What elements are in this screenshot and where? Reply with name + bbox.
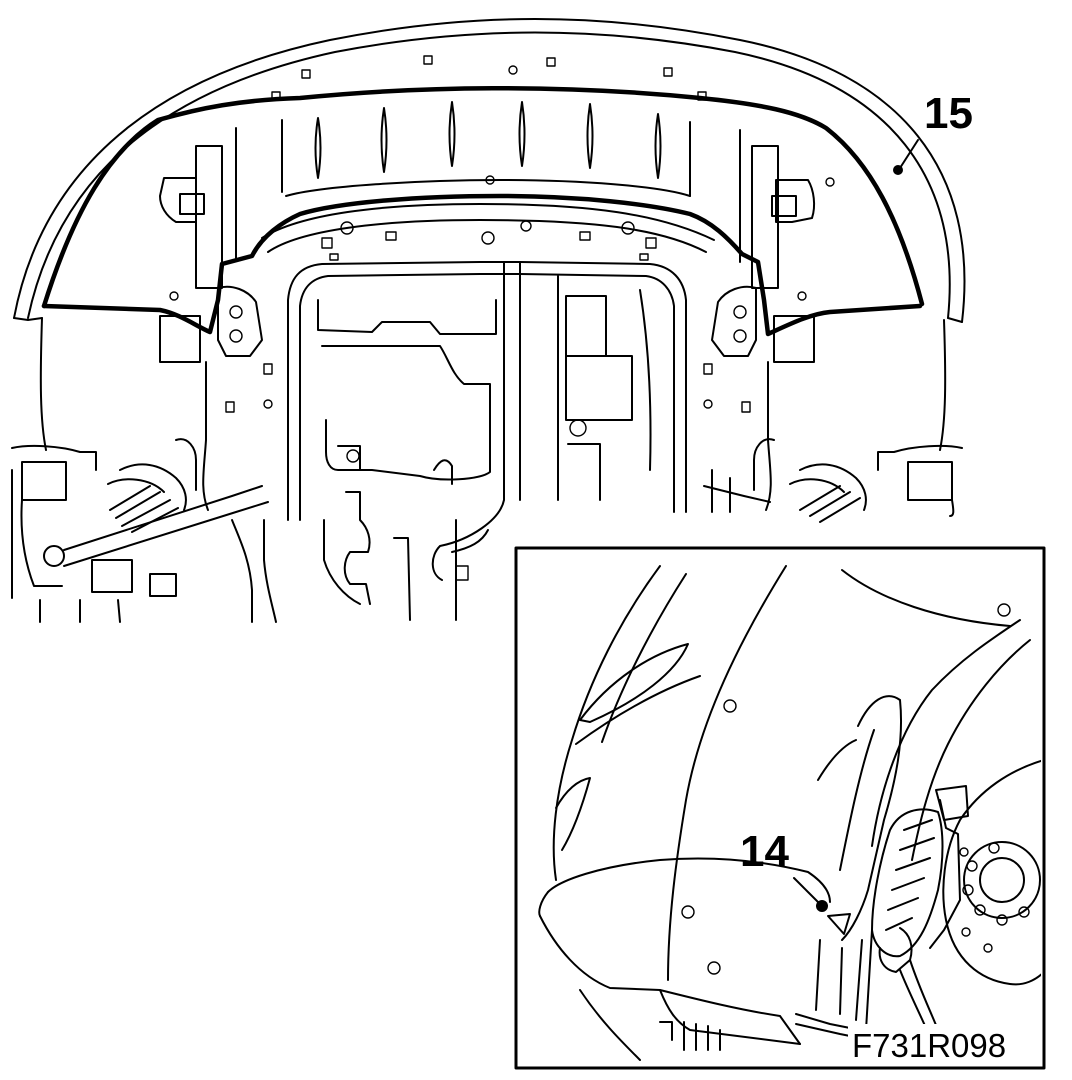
left-bracket [39,145,273,511]
callout-14-leader [793,877,828,912]
main-view: 15 [11,18,973,623]
seal-strip-outline [41,85,925,337]
inset-frame [514,546,1046,1070]
figure-code-bg [848,1024,1028,1064]
subframe-opening [287,253,687,621]
cross-member [261,175,715,253]
callout-15-leader [893,139,919,175]
inset-drawing [538,565,1041,1061]
figure-code: F731R098 [852,1027,1006,1064]
callout-label-15: 15 [924,89,973,138]
bumper-cover [13,18,966,323]
right-hub-assembly [703,438,963,523]
callout-label-14: 14 [740,827,789,876]
grille-slats [235,101,741,263]
right-bracket [703,145,947,511]
left-hub-assembly [11,438,277,623]
inset-view: 14 F731R098 [514,546,1046,1070]
